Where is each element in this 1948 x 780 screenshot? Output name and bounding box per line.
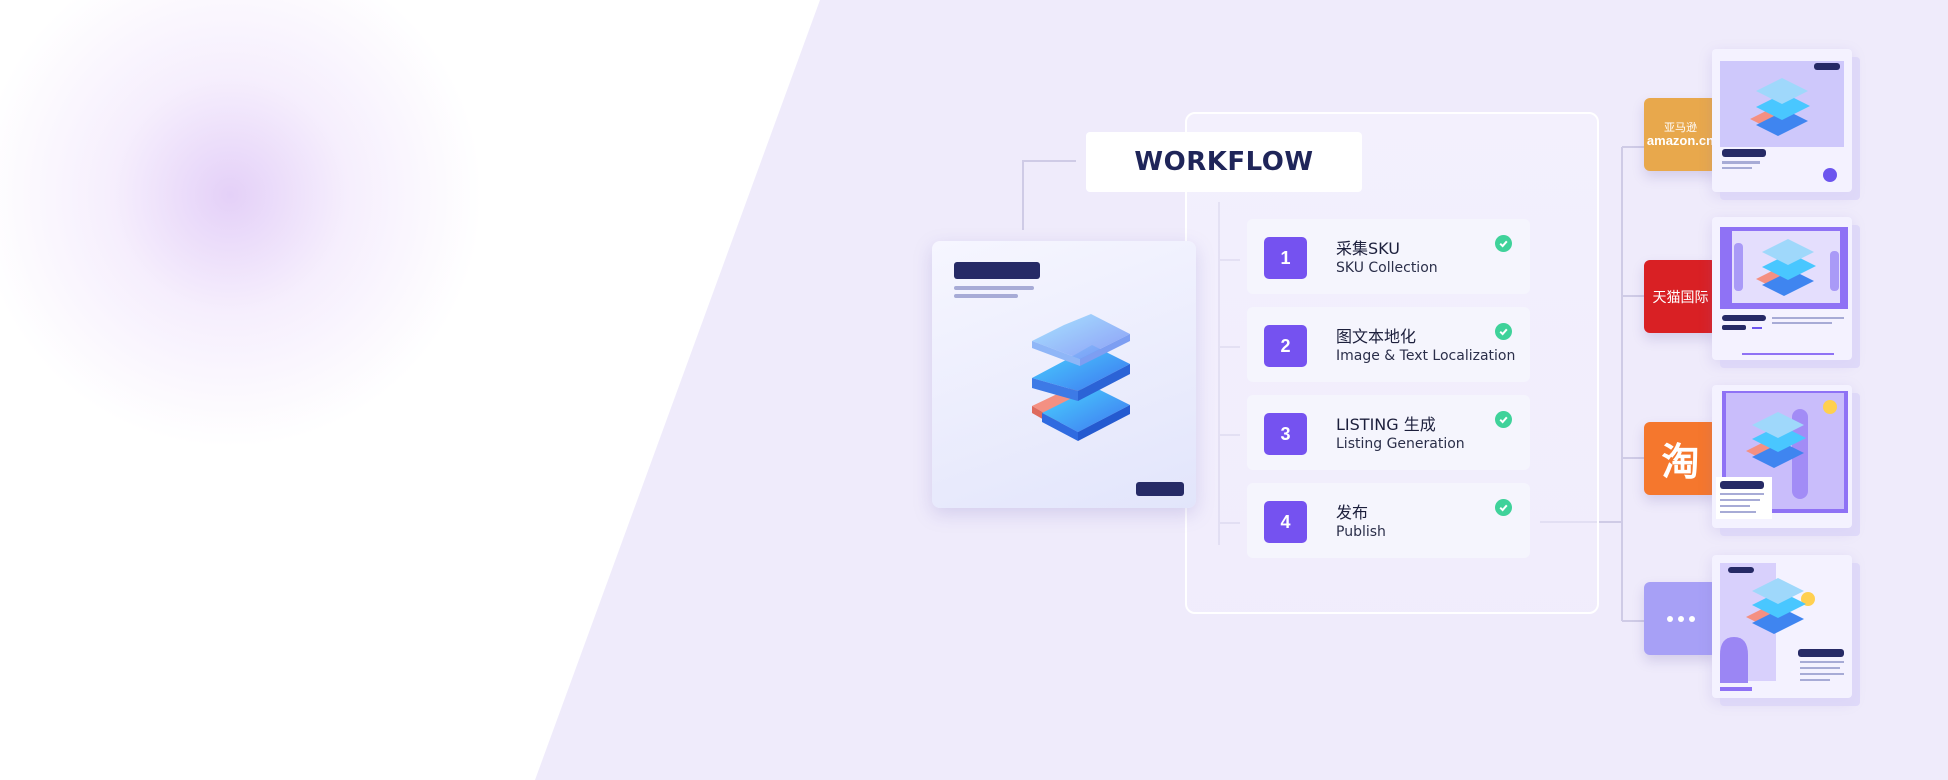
step-title-zh: 采集SKU [1336, 239, 1400, 258]
store-preview-card [1712, 217, 1852, 360]
tmall-logo-icon[interactable]: 天猫国际 [1644, 260, 1717, 333]
dots-icon [1666, 615, 1695, 622]
amazon-logo-icon[interactable]: 亚马逊 amazon.cn [1644, 98, 1717, 171]
workflow-step[interactable]: 3 LISTING 生成 Listing Generation [1247, 395, 1530, 470]
step-title-en: Image & Text Localization [1336, 348, 1516, 364]
amazon-cn-label: 亚马逊 [1664, 121, 1697, 134]
workflow-step[interactable]: 4 发布 Publish [1247, 483, 1530, 558]
product-card [932, 241, 1196, 508]
step-number-badge: 2 [1264, 325, 1307, 367]
taobao-label: 淘 [1661, 440, 1700, 484]
taobao-logo-icon[interactable]: 淘 [1644, 422, 1717, 495]
workflow-title: WORKFLOW [1086, 132, 1362, 192]
step-title-en: SKU Collection [1336, 260, 1438, 276]
store-preview-card [1712, 49, 1852, 192]
step-title-zh: LISTING 生成 [1336, 415, 1436, 434]
step-number-badge: 4 [1264, 501, 1307, 543]
layers-stack-icon [954, 262, 1184, 496]
step-title-zh: 图文本地化 [1336, 327, 1417, 346]
store-preview-card [1712, 385, 1852, 528]
amazon-label: amazon.cn [1646, 133, 1715, 148]
workflow-step[interactable]: 2 图文本地化 Image & Text Localization [1247, 307, 1530, 382]
step-title-en: Publish [1336, 524, 1386, 540]
store-preview-card [1712, 555, 1852, 698]
step-title-zh: 发布 [1336, 503, 1369, 522]
more-icon[interactable] [1644, 582, 1717, 655]
step-number-badge: 1 [1264, 237, 1307, 279]
check-icon [1495, 411, 1512, 428]
tmall-label: 天猫国际 [1652, 289, 1709, 306]
step-title-en: Listing Generation [1336, 436, 1465, 452]
check-icon [1495, 235, 1512, 252]
workflow-step[interactable]: 1 采集SKU SKU Collection [1247, 219, 1530, 294]
step-number-badge: 3 [1264, 413, 1307, 455]
background-glow [0, 0, 520, 500]
check-icon [1495, 499, 1512, 516]
check-icon [1495, 323, 1512, 340]
